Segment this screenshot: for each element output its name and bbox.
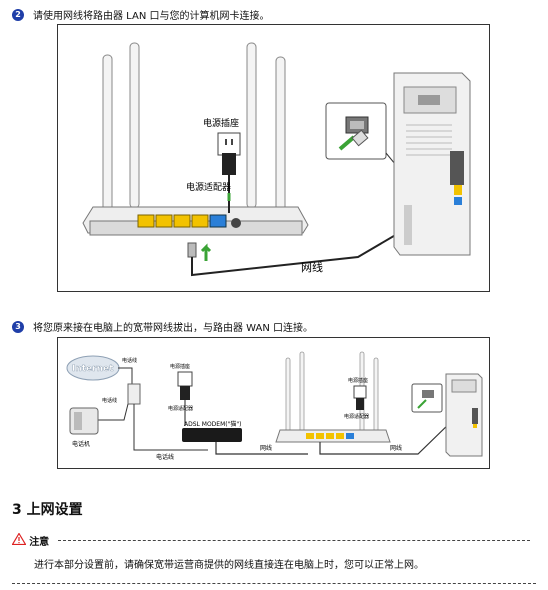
antenna (275, 56, 286, 216)
power-socket-label: 电源插座 (203, 117, 239, 129)
power-adapter-label: 电源适配器 (186, 181, 231, 193)
lan-ports (137, 214, 209, 228)
lan-connection-illustration: 电源插座 电源适配器 网线 (82, 42, 471, 277)
antenna (246, 42, 257, 209)
phone-line-label: 电话线 (102, 397, 117, 404)
note-title: 注意 (29, 537, 50, 548)
cable-plug (187, 242, 197, 258)
power-adapter-icon (222, 153, 236, 175)
internet-label: Internet (72, 364, 114, 374)
section-heading: 3 上网设置 (12, 502, 83, 518)
power-adapter-label: 电源适配器 (344, 413, 369, 420)
power-socket-label: 电源插座 (348, 377, 368, 384)
telephone-label: 电话机 (72, 440, 90, 448)
warning-icon (11, 532, 27, 548)
adsl-modem (182, 428, 242, 442)
cable-label: 网线 (301, 260, 323, 274)
cable-label: 网线 (260, 444, 272, 452)
antenna (102, 54, 113, 214)
power-adapter-icon (180, 386, 190, 400)
power-socket-icon (217, 132, 241, 156)
figure-wan-connection: Internet 电话线 电话线 电话机 电话线 电源插座 电源适配器 ADSL… (57, 337, 490, 469)
wan-port (209, 214, 227, 228)
step-number-badge: 3 (12, 320, 24, 333)
green-arrow-icon (338, 135, 356, 151)
step-number-badge: 2 (12, 8, 24, 21)
cable-label: 网线 (390, 444, 402, 452)
power-adapter-label: 电源适配器 (168, 405, 193, 412)
power-socket-icon (353, 385, 367, 399)
note-box: 注意 进行本部分设置前，请确保宽带运营商提供的网线直接连在电脑上时，您可以正常上… (11, 532, 536, 571)
antenna (129, 42, 140, 209)
power-adapter-icon (356, 398, 364, 410)
divider (12, 583, 536, 584)
power-jack (231, 218, 241, 228)
note-body: 进行本部分设置前，请确保宽带运营商提供的网线直接连在电脑上时，您可以正常上网。 (34, 560, 424, 571)
figure-lan-connection: 电源插座 电源适配器 网线 (57, 24, 490, 292)
step-2: 2 请使用网线将路由器 LAN 口与您的计算机网卡连接。 (12, 7, 269, 22)
phone-line-label: 电话线 (122, 357, 137, 364)
pc-tower (393, 72, 471, 256)
splitter-icon (127, 383, 141, 405)
power-socket-icon (177, 371, 193, 387)
phone-line-label: 电话线 (156, 453, 174, 461)
pc-tower (445, 373, 483, 457)
wan-connection-illustration: Internet 电话线 电话线 电话机 电话线 电源插座 电源适配器 ADSL… (66, 351, 483, 461)
step-text: 请使用网线将路由器 LAN 口与您的计算机网卡连接。 (33, 11, 270, 22)
power-socket-label: 电源插座 (170, 363, 190, 370)
modem-label: ADSL MODEM("猫") (184, 420, 241, 428)
divider (58, 540, 531, 541)
step-text: 将您原来接在电脑上的宽带网线拔出，与路由器 WAN 口连接。 (33, 323, 314, 334)
green-arrow-icon (200, 243, 212, 261)
step-3: 3 将您原来接在电脑上的宽带网线拔出，与路由器 WAN 口连接。 (12, 319, 313, 334)
